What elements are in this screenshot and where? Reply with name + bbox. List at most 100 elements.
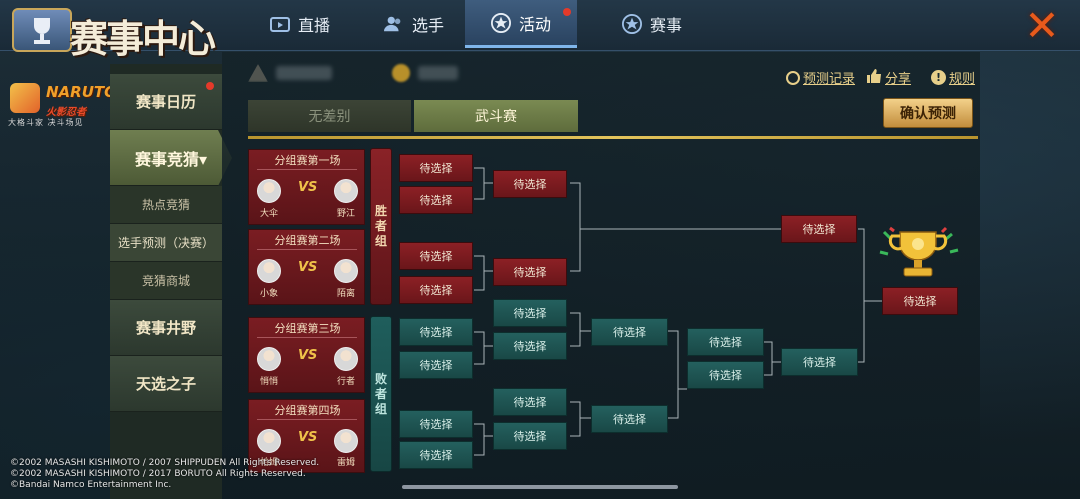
sidebar-item-hot-guessing[interactable]: 热点竞猜 — [110, 186, 222, 224]
bracket-slot[interactable]: 待选择 — [591, 318, 668, 346]
players-icon — [383, 14, 404, 34]
player-name: 悄悄 — [259, 377, 278, 387]
prediction-record-link[interactable]: 预测记录 — [786, 68, 855, 87]
blurred-coin-count — [418, 66, 458, 80]
player-name: 帕姆 — [259, 458, 278, 468]
tab-martial-match[interactable]: 武斗赛 — [414, 100, 578, 132]
player-name: 行者 — [336, 377, 355, 387]
winners-group-label: 胜者组 — [370, 148, 392, 305]
bracket-slot[interactable]: 待选择 — [687, 361, 764, 389]
bracket-slot[interactable]: 待选择 — [493, 170, 567, 198]
medal-icon — [786, 70, 800, 85]
vs-label: VS — [298, 260, 318, 275]
bracket-slot[interactable]: 待选择 — [399, 154, 473, 182]
sidebar-item-player-prediction[interactable]: 选手预测（决赛） — [110, 224, 222, 262]
bracket-slot[interactable]: 待选择 — [399, 410, 473, 438]
bracket-slot[interactable]: 待选择 — [687, 328, 764, 356]
user-info-row — [248, 64, 458, 82]
coin-icon — [392, 64, 410, 82]
trophy-icon — [870, 222, 966, 286]
divider — [257, 249, 357, 250]
sidebar-item-guessing[interactable]: 赛事竞猜▾ — [110, 130, 232, 186]
sidebar-item-guess-shop[interactable]: 竞猜商城 — [110, 262, 222, 300]
bracket-slot[interactable]: 待选择 — [399, 441, 473, 469]
tab-no-difference[interactable]: 无差别 — [248, 100, 411, 132]
bracket-slot[interactable]: 待选择 — [591, 405, 668, 433]
bracket-slot[interactable]: 待选择 — [399, 186, 473, 214]
vs-label: VS — [298, 348, 318, 363]
match-title: 分组赛第四场 — [274, 404, 341, 417]
bracket-slot[interactable]: 待选择 — [493, 422, 567, 450]
star-icon — [490, 12, 511, 33]
sidebar-item-calendar[interactable]: 赛事日历 — [110, 74, 222, 130]
gold-divider — [248, 136, 978, 139]
tab-live-label: 直播 — [297, 16, 330, 35]
bracket-slot[interactable]: 待选择 — [399, 318, 473, 346]
bracket-slot[interactable]: 待选择 — [493, 332, 567, 360]
bracket-slot[interactable]: 待选择 — [399, 276, 473, 304]
rules-link[interactable]: ! 规则 — [931, 68, 975, 87]
match-title: 分组赛第三场 — [274, 322, 341, 335]
tab-live[interactable]: 直播 — [250, 0, 350, 48]
player-name: 大伞 — [259, 209, 278, 219]
avatar — [334, 259, 358, 283]
avatar — [334, 179, 358, 203]
match-title: 分组赛第二场 — [274, 234, 341, 247]
tab-players-label: 选手 — [411, 16, 444, 35]
vs-label: VS — [298, 180, 318, 195]
info-icon: ! — [931, 70, 946, 85]
brand-sub-name: 火影忍者 — [46, 107, 86, 118]
tv-icon — [269, 14, 290, 34]
divider — [257, 337, 357, 338]
avatar — [257, 259, 281, 283]
brand-slogan: 大格斗家 决斗场见 — [8, 118, 84, 127]
bracket-slot[interactable]: 待选择 — [399, 351, 473, 379]
copyright-text: ©2002 MASASHI KISHIMOTO / 2007 SHIPPUDEN… — [10, 458, 320, 490]
share-link[interactable]: 分享 — [866, 68, 911, 87]
event-center-logo: 赛事中心 — [4, 4, 229, 64]
calendar-notification-dot — [206, 82, 214, 90]
match-card: 分组赛第四场 VS 帕姆 雷姆 — [248, 399, 365, 473]
avatar — [334, 347, 358, 371]
star-icon — [621, 14, 642, 34]
sidebar-item-chosen-one[interactable]: 天选之子 — [110, 356, 222, 412]
bracket-slot[interactable]: 待选择 — [493, 299, 567, 327]
bracket-slot[interactable]: 待选择 — [493, 388, 567, 416]
sidebar-item-ino[interactable]: 赛事井野 — [110, 300, 222, 356]
divider — [257, 169, 357, 170]
divider — [257, 419, 357, 420]
player-name: 陌离 — [336, 289, 355, 299]
losers-group-label: 败者组 — [370, 316, 392, 472]
final-bracket-slot[interactable]: 待选择 — [882, 287, 958, 315]
bracket-slot[interactable]: 待选择 — [781, 348, 858, 376]
thumbs-up-icon — [866, 68, 882, 87]
tab-matches[interactable]: 赛事 — [598, 0, 706, 48]
bracket-slot[interactable]: 待选择 — [399, 242, 473, 270]
bracket-slot[interactable]: 待选择 — [781, 215, 857, 243]
home-indicator-bar[interactable] — [402, 485, 678, 489]
player-name: 野江 — [336, 209, 355, 219]
match-card: 分组赛第三场 VS 悄悄 行者 — [248, 317, 365, 393]
match-title: 分组赛第一场 — [274, 154, 341, 167]
blurred-user-name — [276, 66, 332, 80]
avatar — [257, 429, 281, 453]
player-name: 雷姆 — [336, 458, 355, 468]
tab-events-label: 活动 — [518, 14, 551, 34]
match-card: 分组赛第一场 VS 大伞 野江 — [248, 149, 365, 225]
avatar — [257, 179, 281, 203]
page-title: 赛事中心 — [70, 16, 216, 61]
tab-players[interactable]: 选手 — [364, 0, 464, 48]
bracket-slot[interactable]: 待选择 — [493, 258, 567, 286]
vs-label: VS — [298, 430, 318, 445]
tab-events-notification-dot — [563, 8, 571, 16]
confirm-prediction-button[interactable]: 确认预测 — [883, 98, 973, 128]
match-card: 分组赛第二场 VS 小象 陌离 — [248, 229, 365, 305]
tab-events[interactable]: 活动 — [465, 0, 577, 48]
game-app-icon — [10, 83, 40, 113]
close-icon[interactable]: ✕ — [1024, 1, 1060, 50]
tab-matches-label: 赛事 — [649, 16, 682, 35]
rank-icon — [248, 64, 268, 82]
player-name: 小象 — [259, 289, 278, 299]
